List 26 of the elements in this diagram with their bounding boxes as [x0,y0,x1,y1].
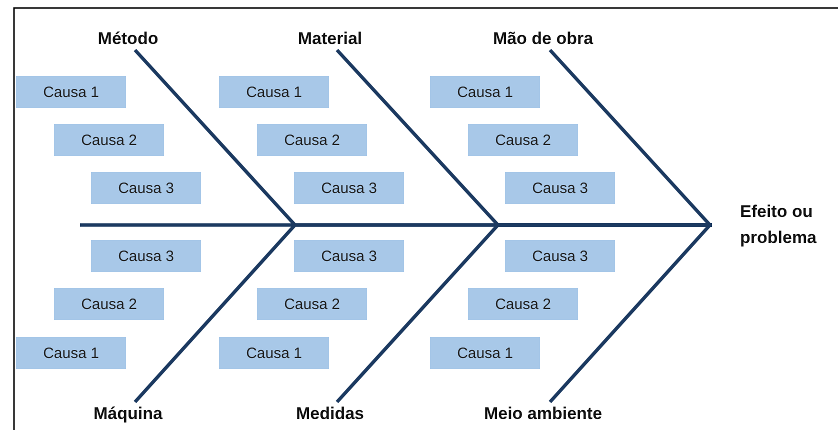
cause-box: Causa 2 [257,288,367,320]
category-label: Material [285,27,375,50]
cause-box: Causa 1 [430,337,540,369]
cause-box: Causa 1 [430,76,540,108]
cause-box: Causa 2 [54,124,164,156]
category-label: Método [83,27,173,50]
cause-box: Causa 1 [219,76,329,108]
cause-box: Causa 3 [91,240,201,272]
cause-box: Causa 2 [257,124,367,156]
cause-box: Causa 3 [91,172,201,204]
cause-box: Causa 1 [219,337,329,369]
cause-box: Causa 2 [468,288,578,320]
cause-box: Causa 3 [505,172,615,204]
bone-line [336,223,712,404]
cause-box: Causa 3 [505,240,615,272]
effect-label: Efeito ou problema [712,198,838,252]
cause-box: Causa 1 [16,76,126,108]
category-label: Meio ambiente [468,402,618,425]
category-label: Máquina [83,402,173,425]
cause-box: Causa 2 [468,124,578,156]
cause-box: Causa 3 [294,172,404,204]
cause-box: Causa 2 [54,288,164,320]
cause-box: Causa 1 [16,337,126,369]
category-label: Mão de obra [478,27,608,50]
cause-box: Causa 3 [294,240,404,272]
category-label: Medidas [285,402,375,425]
